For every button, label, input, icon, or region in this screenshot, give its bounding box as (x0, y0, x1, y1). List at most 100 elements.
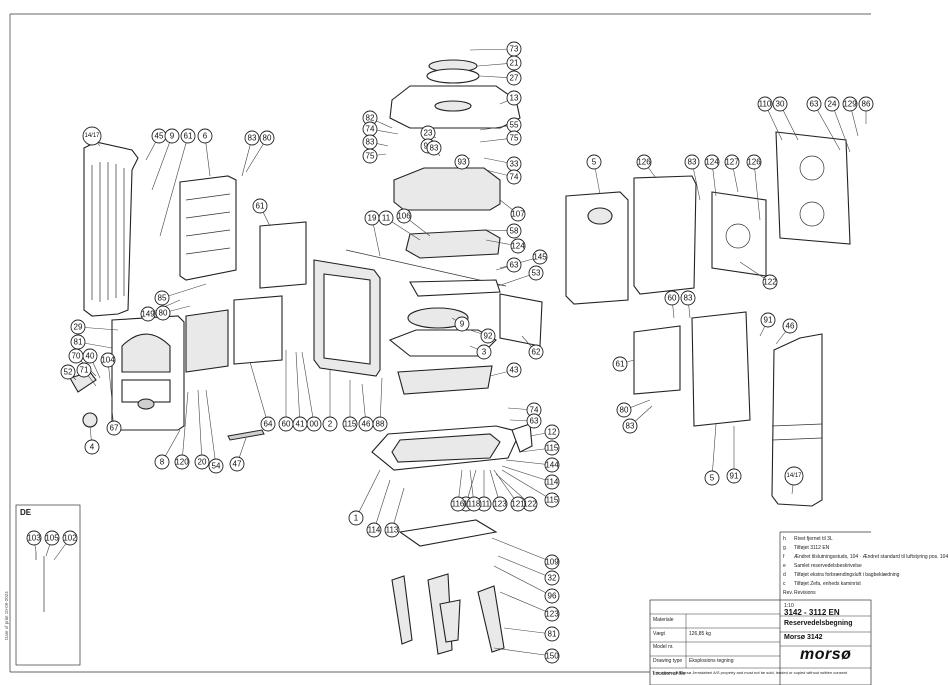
callout-c40: 40 (82, 348, 98, 364)
part-rear-frame (179, 175, 237, 281)
callout-c91: 91 (760, 312, 776, 328)
leader-c114b (373, 479, 391, 531)
callout-c29: 29 (70, 319, 86, 335)
svg-text:24: 24 (828, 100, 837, 109)
callout-c121: 121 (510, 496, 526, 512)
callout-c11: 11 (378, 210, 394, 226)
callout-c115a: 115 (342, 416, 358, 432)
detail-label: DE (20, 508, 32, 517)
part-rear-cover-30 (775, 131, 851, 245)
svg-text:41: 41 (296, 420, 305, 429)
part-front-door-window (121, 333, 171, 373)
field-label: Location of file (653, 671, 686, 677)
svg-text:127: 127 (725, 158, 739, 167)
svg-text:121: 121 (511, 500, 525, 509)
svg-text:104: 104 (101, 356, 115, 365)
svg-text:63: 63 (810, 100, 819, 109)
callout-c5: 5 (586, 154, 602, 170)
part-rear-frame-bars (185, 193, 231, 255)
leader-c88 (379, 377, 383, 425)
svg-text:93: 93 (458, 158, 467, 167)
part-leg-3 (477, 585, 505, 653)
callout-c80a: 80 (259, 130, 275, 146)
callout-c83e: 83 (680, 290, 696, 306)
leader-c115c (501, 469, 553, 501)
callout-c63b: 63 (526, 413, 542, 429)
callout-c54: 54 (208, 458, 224, 474)
svg-text:80: 80 (263, 134, 272, 143)
callout-c149: 149 (140, 306, 156, 322)
revision-text: Tilføjet Zefa, enheds kaminrist (794, 581, 861, 587)
callout-c129: 129 (842, 96, 858, 112)
part-door-knob (137, 398, 155, 410)
part-heat-shield-hole (725, 223, 751, 249)
svg-text:45: 45 (155, 132, 164, 141)
drawing-model: Morsø 3142 (784, 634, 823, 641)
svg-text:32: 32 (548, 574, 557, 583)
leader-c126b (753, 161, 761, 221)
callout-c64: 64 (260, 416, 276, 432)
callout-c86: 86 (858, 96, 874, 112)
svg-text:91: 91 (764, 316, 773, 325)
revision-text: Rivet fjernet til 3L (794, 536, 833, 542)
svg-text:126: 126 (637, 158, 651, 167)
svg-text:74: 74 (366, 125, 375, 134)
svg-text:46: 46 (786, 322, 795, 331)
title-block-frame (649, 531, 872, 685)
svg-text:5: 5 (710, 474, 715, 483)
leader-c24 (831, 103, 851, 153)
callout-c74b: 74 (506, 169, 522, 185)
revision-code: h (783, 536, 786, 542)
svg-text:75: 75 (510, 134, 519, 143)
svg-text:81: 81 (74, 338, 83, 347)
svg-text:83: 83 (626, 422, 635, 431)
leader-c150 (493, 647, 553, 657)
callout-c5b: 5 (704, 470, 720, 486)
revision-code: d (783, 572, 786, 578)
svg-text:29: 29 (74, 323, 83, 332)
callout-c80b: 80 (155, 305, 171, 321)
part-side-panel-right-bands (771, 423, 823, 441)
svg-text:149: 149 (141, 310, 155, 319)
callout-c114a: 114 (544, 474, 560, 490)
leader-c9b (151, 135, 173, 191)
callout-c47: 47 (229, 456, 245, 472)
part-baffle (393, 167, 501, 211)
svg-text:115: 115 (344, 420, 357, 429)
revision-code: f (783, 554, 785, 560)
part-damper-arm (511, 423, 533, 453)
revision-text: Tilføjet ekstra forbrændingsluft i bagbe… (794, 572, 900, 578)
svg-text:60: 60 (668, 294, 677, 303)
svg-text:74: 74 (510, 173, 519, 182)
callout-c00: 00 (306, 416, 322, 432)
callout-c83b: 83 (426, 140, 442, 156)
callout-c62: 62 (528, 344, 544, 360)
svg-text:5: 5 (592, 158, 597, 167)
svg-text:43: 43 (510, 366, 519, 375)
callout-c12: 12 (544, 424, 560, 440)
callout-c4: 4 (84, 439, 100, 455)
svg-text:96: 96 (548, 592, 557, 601)
field-label: Vægt (653, 630, 665, 637)
svg-text:109: 109 (545, 558, 559, 567)
field-value: Eksplosions tegning (689, 657, 734, 664)
svg-text:82: 82 (366, 114, 375, 123)
svg-text:20: 20 (198, 458, 207, 467)
callout-c45: 45 (151, 128, 167, 144)
callout-c122b: 122 (762, 274, 778, 290)
svg-text:103: 103 (27, 534, 41, 543)
callout-c114b: 114 (366, 522, 382, 538)
part-side-panel-right (771, 333, 823, 507)
callout-c120: 120 (174, 454, 190, 470)
svg-text:6: 6 (203, 132, 208, 141)
svg-text:105: 105 (45, 534, 59, 543)
revision-code: c (783, 581, 786, 587)
svg-text:55: 55 (510, 121, 519, 130)
leader-c123b (499, 591, 553, 615)
part-bottom-plate (398, 519, 498, 547)
callout-c9b: 9 (164, 128, 180, 144)
svg-text:129: 129 (843, 100, 857, 109)
svg-text:116: 116 (452, 500, 465, 509)
revision-text: Samlet reservedelsbeskrivelse (794, 563, 862, 569)
callout-c81b: 81 (544, 626, 560, 642)
